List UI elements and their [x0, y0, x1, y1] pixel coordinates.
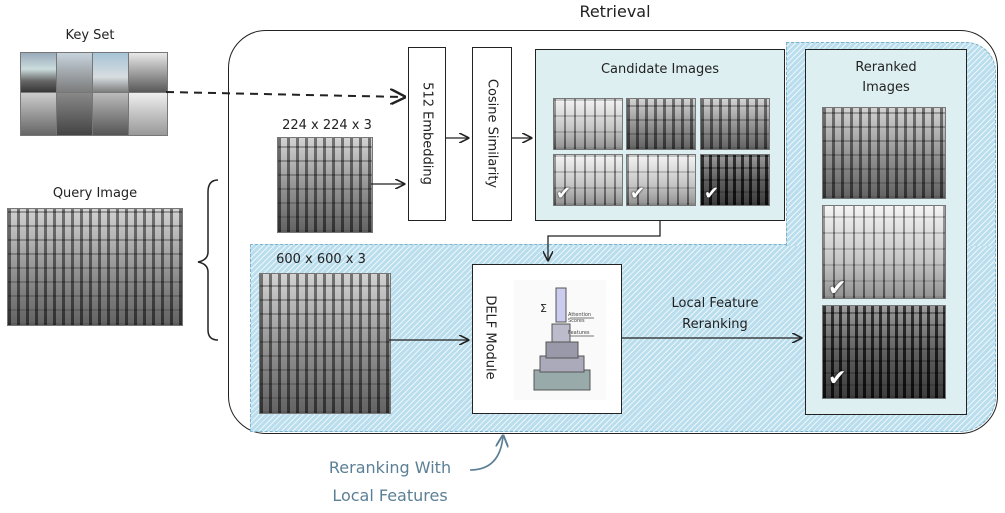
local-feature-label-line1: Local Feature [671, 296, 759, 311]
reranked-image-3 [822, 305, 946, 399]
size-224-label: 224 x 224 x 3 [282, 118, 372, 133]
check-icon: ✔ [630, 183, 646, 204]
reranked-image-2 [822, 205, 946, 299]
resized-600-image [259, 273, 391, 414]
check-icon: ✔ [828, 366, 847, 391]
cosine-similarity-box [472, 47, 512, 221]
check-icon: ✔ [704, 183, 720, 204]
candidate-images-label: Candidate Images [600, 62, 720, 77]
key-image [92, 52, 130, 94]
embedding-box [408, 47, 446, 221]
key-image [56, 52, 94, 94]
check-icon: ✔ [556, 183, 572, 204]
candidates-delf-arrow [548, 221, 661, 260]
diagram-title: Retrieval [579, 2, 651, 21]
query-image-label: Query Image [52, 186, 138, 201]
key-image [92, 92, 130, 136]
candidate-image [553, 154, 623, 206]
candidate-image [700, 98, 770, 150]
local-feature-label-line2: Reranking [682, 317, 748, 332]
reranked-images-label-line2: Images [862, 80, 910, 95]
retrieval-container [228, 30, 998, 434]
query-brace [197, 179, 219, 341]
size-600-label: 600 x 600 x 3 [276, 252, 366, 267]
reranked-images-label-line1: Reranked [855, 60, 917, 75]
key-image [128, 52, 168, 94]
candidate-image [626, 154, 696, 206]
key-image [20, 92, 58, 136]
annotation-arrow [469, 436, 503, 471]
reranked-image-1 [822, 107, 946, 199]
delf-network-figure: Σ Attention Scores Features [514, 280, 606, 400]
annotation-line1: Reranking With [328, 458, 452, 477]
key-image [56, 92, 94, 136]
delf-features: Features [568, 330, 590, 336]
candidate-image [553, 98, 623, 150]
check-icon: ✔ [828, 276, 847, 301]
resized-224-image [277, 137, 373, 233]
annotation-line2: Local Features [332, 486, 448, 505]
key-image [128, 92, 168, 136]
key-set-grid [20, 52, 168, 136]
candidate-image [700, 154, 770, 206]
query-image [7, 208, 183, 326]
key-set-arrow [165, 92, 404, 97]
delf-sigma: Σ [540, 302, 547, 315]
delf-network-icon [533, 287, 594, 391]
key-set-label: Key Set [65, 28, 115, 43]
delf-attention-scores: Attention Scores [568, 312, 592, 324]
candidate-image [626, 98, 696, 150]
